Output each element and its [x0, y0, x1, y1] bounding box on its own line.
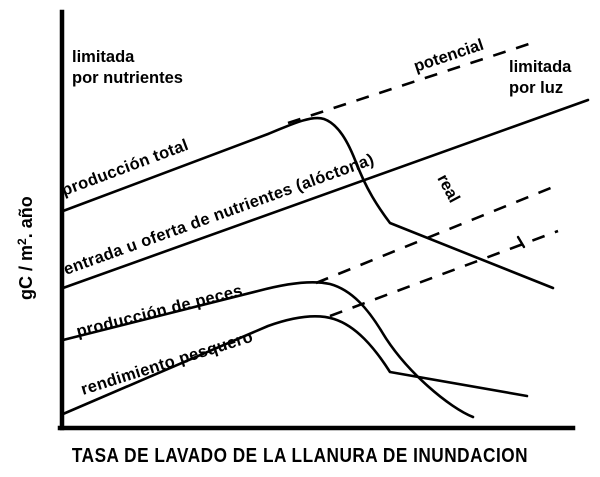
- curve-produccion-total-rise: [61, 116, 359, 213]
- region-label-left-line1: limitada: [72, 48, 135, 66]
- y-axis-title-suffix: . año: [16, 196, 36, 238]
- x-axis-title: TASA DE LAVADO DE LA LLANURA DE INUNDACI…: [72, 444, 528, 467]
- curve-label-real: real: [433, 171, 463, 205]
- curve-potencial-dashed: [287, 40, 536, 125]
- curve-entrada-nutrientes: [61, 98, 590, 290]
- curve-pesquero: [61, 315, 529, 416]
- curve-peces: [61, 280, 475, 419]
- y-axis-title: gC / m2. año: [15, 196, 36, 300]
- curve-pesquero-potencial-dashed: [329, 229, 559, 318]
- curve-real-branch: [354, 160, 555, 290]
- region-label-right-line1: limitada: [509, 58, 572, 76]
- curve-label-rendimiento-pesquero: rendimiento pesquero: [79, 328, 255, 399]
- curve-label-produccion-total: producción total: [59, 136, 191, 200]
- y-axis-title-prefix: gC / m: [16, 245, 36, 300]
- region-label-left-line2: por nutrientes: [72, 69, 183, 87]
- region-label-right-line2: por luz: [509, 79, 563, 97]
- curve-peces-potencial-dashed: [315, 183, 559, 285]
- crossing-tick-upper: [516, 235, 526, 249]
- curve-label-produccion-peces: producción de peces: [75, 282, 245, 341]
- y-axis-title-superscript: 2: [15, 238, 29, 245]
